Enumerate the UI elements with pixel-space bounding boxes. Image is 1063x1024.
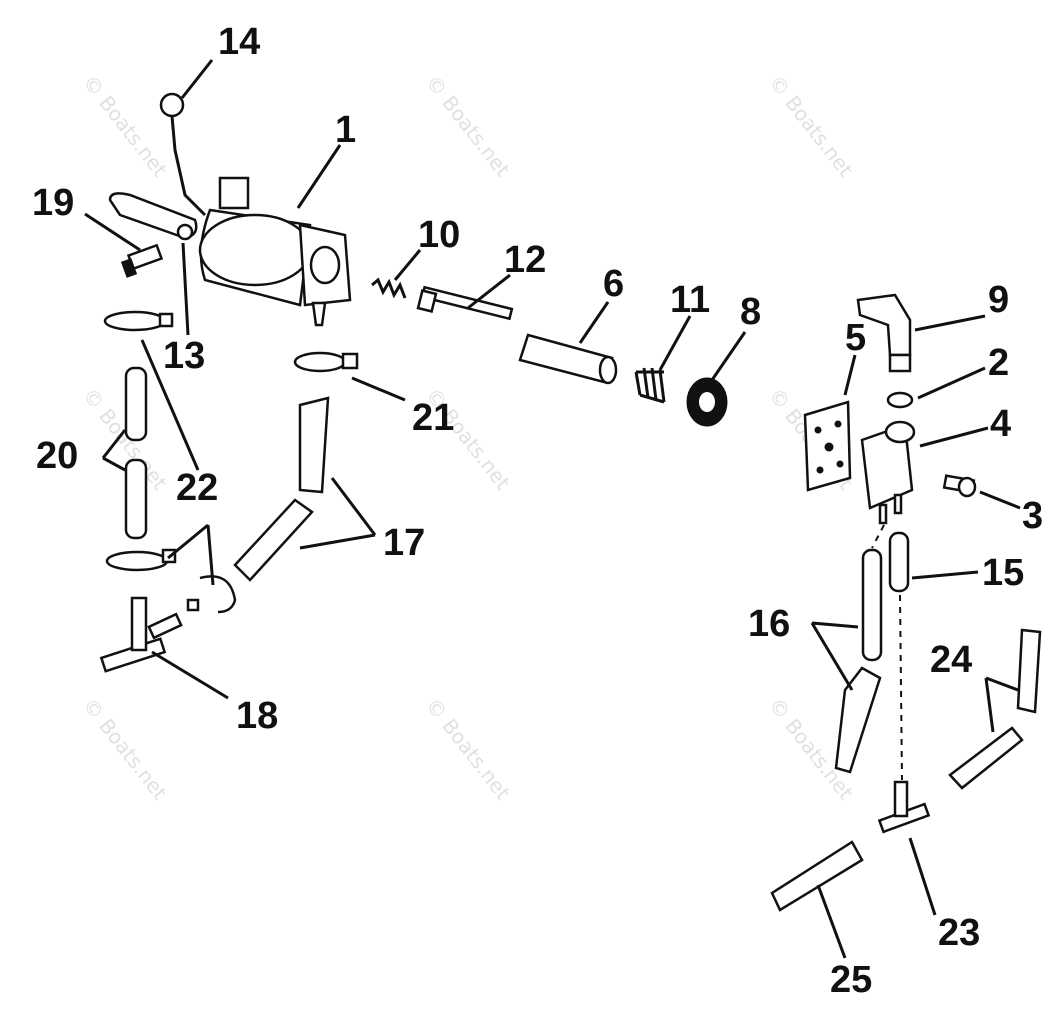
- part-11-spring: [634, 367, 666, 404]
- part-2-oring: [886, 391, 914, 409]
- dashed-guide: [871, 524, 885, 549]
- callout-11: 11: [670, 279, 710, 321]
- callout-10: 10: [418, 214, 460, 256]
- part-24-hoses: [948, 628, 1042, 790]
- callout-5: 5: [845, 317, 866, 359]
- watermark: © Boats.net: [78, 693, 172, 804]
- callout-8: 8: [740, 291, 761, 333]
- part-14-wire: [159, 92, 207, 217]
- dashed-guide: [899, 594, 903, 781]
- part-8-nut: [686, 377, 728, 427]
- callout-25: 25: [830, 959, 872, 1001]
- part-3-screw: [942, 474, 977, 498]
- part-9-elbow: [856, 293, 912, 373]
- part-4-valve-body: [860, 420, 916, 525]
- part-23-tee: [877, 780, 931, 834]
- callout-17: 17: [383, 522, 425, 564]
- callout-14: 14: [218, 21, 260, 63]
- callout-19: 19: [32, 182, 74, 224]
- part-17-hoses: [233, 396, 330, 582]
- callout-21: 21: [412, 397, 454, 439]
- part-21-clamp: [293, 351, 359, 373]
- part-1-solenoid: [198, 176, 352, 327]
- part-25-hose: [770, 840, 864, 912]
- watermark: © Boats.net: [421, 693, 515, 804]
- callout-22: 22: [176, 467, 218, 509]
- part-20-hoses: [124, 366, 148, 540]
- part-19-screw: [120, 243, 164, 278]
- callout-3: 3: [1022, 495, 1043, 537]
- part-10-spring: [371, 277, 407, 299]
- callout-15: 15: [982, 552, 1024, 594]
- callout-13: 13: [163, 335, 205, 377]
- watermark: © Boats.net: [421, 70, 515, 181]
- callout-1: 1: [335, 109, 356, 151]
- callout-24: 24: [930, 639, 972, 681]
- watermark: © Boats.net: [78, 70, 172, 181]
- callout-labels: 14 1 19 13 10 12 6 11 8 5 9 2 4 3 15 16 …: [32, 21, 1043, 1001]
- part-13-strap: [108, 192, 198, 241]
- leader-lines: [84, 59, 1021, 959]
- part-15-hose: [888, 531, 910, 593]
- watermarks: © Boats.net © Boats.net © Boats.net © Bo…: [78, 70, 858, 804]
- callout-16: 16: [748, 603, 790, 645]
- part-6-sleeve: [518, 333, 618, 385]
- part-12-rod: [416, 285, 514, 321]
- part-18-tee: [99, 596, 183, 673]
- callout-20: 20: [36, 435, 78, 477]
- callout-12: 12: [504, 239, 546, 281]
- callout-23: 23: [938, 912, 980, 954]
- callout-4: 4: [990, 403, 1011, 445]
- callout-9: 9: [988, 279, 1009, 321]
- watermark: © Boats.net: [764, 70, 858, 181]
- callout-6: 6: [603, 263, 624, 305]
- part-5-plate: [803, 400, 852, 492]
- part-16-hoses: [834, 548, 883, 774]
- callout-2: 2: [988, 342, 1009, 384]
- callout-18: 18: [236, 695, 278, 737]
